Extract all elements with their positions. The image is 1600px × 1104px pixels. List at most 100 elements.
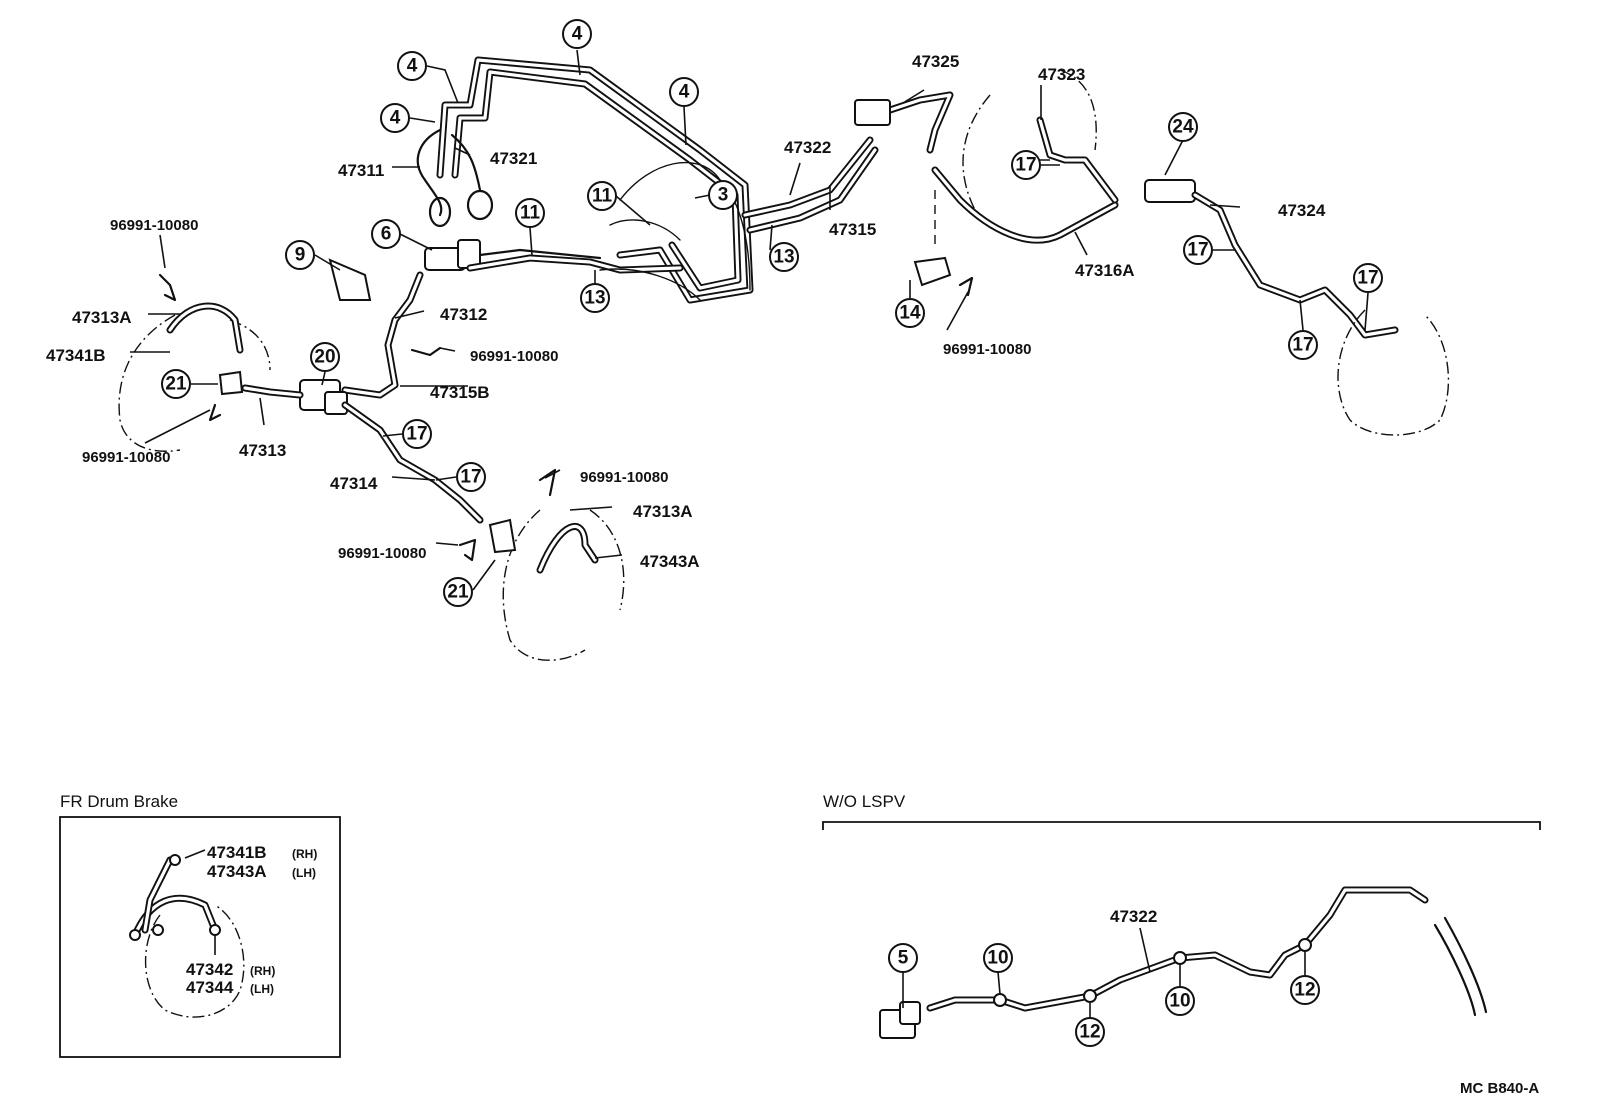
svg-text:20: 20 <box>314 347 335 368</box>
reference-bubbles: 4 4 4 4 3 11 11 6 9 13 13 14 17 17 17 17… <box>161 19 1383 1047</box>
main-brake-tubes <box>241 56 1399 524</box>
svg-text:13: 13 <box>773 247 794 268</box>
inset-fr-drum-brake: FR Drum Brake 47341B (RH) 47343A (LH) 47… <box>59 792 341 1058</box>
svg-text:17: 17 <box>460 467 481 488</box>
inset-frame <box>59 816 341 1058</box>
bubble-4: 4 <box>397 51 427 81</box>
clip-icon-c <box>410 346 442 357</box>
clip-icon-d <box>538 468 557 497</box>
bubble-4: 4 <box>562 19 592 49</box>
bubble-4: 4 <box>380 103 410 133</box>
bubble-20: 20 <box>310 342 340 372</box>
inset-label-lh: (LH) <box>292 866 316 880</box>
lspv-icon <box>854 99 891 126</box>
bubble-13: 13 <box>580 283 610 313</box>
label-clip-96991: 96991-10080 <box>580 469 668 486</box>
label-clip-96991: 96991-10080 <box>82 449 170 466</box>
svg-text:4: 4 <box>390 108 401 129</box>
svg-text:12: 12 <box>1079 1022 1100 1043</box>
inset-wheel-outline <box>144 904 245 1018</box>
svg-text:4: 4 <box>407 56 418 77</box>
bubble-10: 10 <box>983 943 1013 973</box>
label-47313: 47313 <box>239 441 286 460</box>
svg-text:10: 10 <box>1169 991 1190 1012</box>
inset-label-47343A: 47343A <box>207 862 267 881</box>
bubble-5: 5 <box>888 943 918 973</box>
bubble-21: 21 <box>443 577 473 607</box>
svg-text:17: 17 <box>406 424 427 445</box>
inset-label-rh: (RH) <box>292 847 317 861</box>
svg-text:9: 9 <box>295 245 306 266</box>
label-47315: 47315 <box>829 220 876 239</box>
bubble-17: 17 <box>1183 235 1213 265</box>
label-47313A: 47313A <box>633 502 693 521</box>
svg-text:10: 10 <box>987 948 1008 969</box>
bubble-13: 13 <box>769 242 799 272</box>
label-clip-96991: 96991-10080 <box>470 348 558 365</box>
svg-text:5: 5 <box>898 948 909 969</box>
label-clip-96991: 96991-10080 <box>943 341 1031 358</box>
bubble-12: 12 <box>1290 975 1320 1005</box>
inset-label-lh: (LH) <box>250 982 274 996</box>
lspv-label-47322: 47322 <box>1110 907 1157 926</box>
wheel-outlines <box>118 69 1450 661</box>
svg-text:6: 6 <box>381 224 392 245</box>
label-47322: 47322 <box>784 138 831 157</box>
clips-and-brackets <box>158 99 974 574</box>
svg-text:13: 13 <box>584 288 605 309</box>
bubble-14: 14 <box>895 298 925 328</box>
clip-icon-a <box>158 273 177 302</box>
bracket-9-icon <box>328 258 372 301</box>
inset-label-rh: (RH) <box>250 964 275 978</box>
label-47321: 47321 <box>490 149 537 168</box>
label-47314: 47314 <box>330 474 378 493</box>
svg-text:14: 14 <box>899 303 921 324</box>
bubble-24: 24 <box>1168 112 1198 142</box>
inset-label-47342: 47342 <box>186 960 233 979</box>
svg-text:11: 11 <box>520 203 541 224</box>
svg-text:3: 3 <box>718 185 729 206</box>
bubble-3: 3 <box>708 180 738 210</box>
clip-icon-e <box>458 538 477 562</box>
bubble-6: 6 <box>371 219 401 249</box>
label-47316A: 47316A <box>1075 261 1135 280</box>
bubble-21: 21 <box>161 369 191 399</box>
bracket-14-icon <box>913 256 952 287</box>
bubble-11: 11 <box>587 181 617 211</box>
svg-text:11: 11 <box>592 186 613 207</box>
label-47323: 47323 <box>1038 65 1085 84</box>
part-number-labels: 47325 47323 47322 47315 47321 47311 4732… <box>46 52 1326 571</box>
inset-label-47341B: 47341B <box>207 843 267 862</box>
svg-text:17: 17 <box>1357 268 1378 289</box>
label-clip-96991: 96991-10080 <box>338 545 426 562</box>
svg-text:12: 12 <box>1294 980 1315 1001</box>
bracket-21b-icon <box>218 370 244 396</box>
label-47315B: 47315B <box>430 383 490 402</box>
bubble-17: 17 <box>402 419 432 449</box>
bubble-17: 17 <box>456 462 486 492</box>
leader-lines <box>130 49 1369 591</box>
diagram-reference-code: MC B840-A <box>1460 1080 1539 1097</box>
bubble-11: 11 <box>515 198 545 228</box>
bubble-17: 17 <box>1288 330 1318 360</box>
bracket-21-icon <box>488 518 517 554</box>
inset-bracket-line <box>822 821 1541 830</box>
svg-text:24: 24 <box>1172 117 1194 138</box>
bubble-4: 4 <box>669 77 699 107</box>
bubble-17: 17 <box>1353 263 1383 293</box>
label-47312: 47312 <box>440 305 487 324</box>
svg-text:21: 21 <box>165 374 187 395</box>
label-clip-96991: 96991-10080 <box>110 217 198 234</box>
bubble-17: 17 <box>1011 150 1041 180</box>
label-47313A: 47313A <box>72 308 132 327</box>
svg-text:4: 4 <box>679 82 690 103</box>
flex-hose-icon <box>1433 923 1477 1017</box>
svg-text:21: 21 <box>447 582 469 603</box>
svg-text:17: 17 <box>1015 155 1036 176</box>
clip-icon-f <box>958 276 974 297</box>
label-47325: 47325 <box>912 52 959 71</box>
label-47311: 47311 <box>338 161 384 180</box>
bubble-9: 9 <box>285 240 315 270</box>
label-47324: 47324 <box>1278 201 1326 220</box>
